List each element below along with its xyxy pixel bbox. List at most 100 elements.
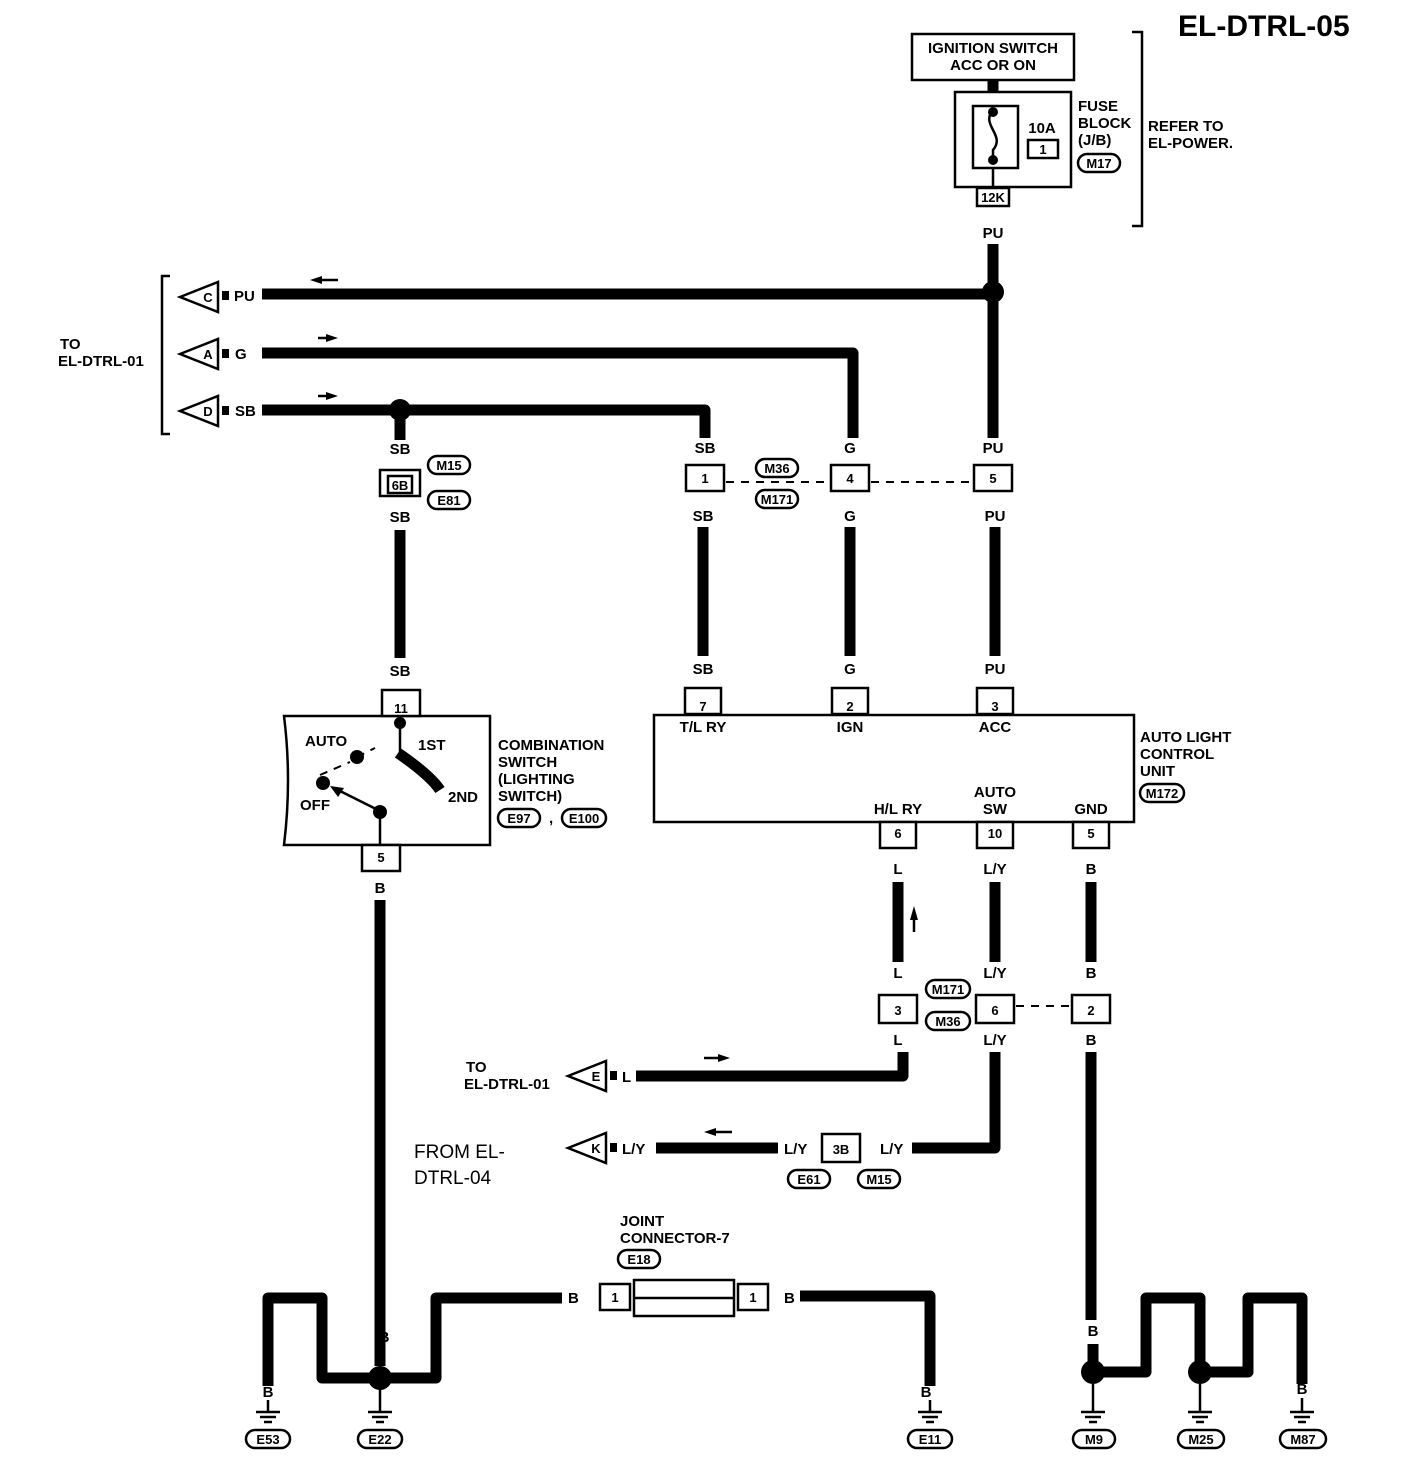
refer-line2: EL-POWER. [1148,135,1233,152]
b-label-m87: B [1297,1381,1308,1398]
wire-ground-left [262,1292,562,1386]
combo-off: OFF [300,797,330,814]
combo-label-3: (LIGHTING [498,771,575,788]
pu-label-3: PU [985,661,1006,678]
combination-switch [282,714,492,847]
ref-m36: M36 [764,461,789,476]
ref-m15: M15 [436,458,461,473]
unit-hl-ry: H/L RY [874,801,922,818]
arrow-a [176,337,220,371]
fuse-num: 1 [1039,142,1046,157]
pin-label-5: 5 [989,471,996,486]
fuse-ref: M17 [1086,156,1111,171]
ref-e81: E81 [437,493,460,508]
from-dtrl04-1: FROM EL- [414,1142,505,1163]
auto-light-unit [652,713,1136,824]
wire-sb [262,404,711,438]
pu-label-1: PU [983,440,1004,457]
left-bracket [160,274,170,436]
ground-e22 [356,1390,404,1450]
ref-m171: M171 [761,492,794,507]
unit-acc: ACC [979,719,1012,736]
joint-label-2: CONNECTOR-7 [620,1230,730,1247]
unit-ref: M172 [1146,786,1179,801]
arrow-d [176,394,220,428]
ground-m25 [1176,1384,1226,1450]
ref-m171-lower: M171 [932,982,965,997]
wire-ly-to-3b [912,1052,1001,1154]
wire-g [262,347,859,438]
pin-label-1: 1 [701,471,708,486]
conn-m171-pin3 [877,993,919,1025]
k-color: L/Y [622,1141,645,1158]
b-label-g1: B [317,1329,328,1346]
ref-m36-lower: M36 [935,1014,960,1029]
ly-label-2: L/Y [983,965,1006,982]
pin-label-6: 6 [894,826,901,841]
unit-tl-ry: T/L RY [680,719,727,736]
ignition-switch-box [910,32,1076,82]
wire-m25-m87 [1200,1292,1308,1384]
sb-label-2: SB [390,509,411,526]
conn-3b [820,1132,862,1164]
from-dtrl04-2: DTRL-04 [414,1168,492,1189]
g-label-1: G [844,440,856,457]
joint-pin-left: 1 [611,1290,618,1305]
conn-m171-pin6 [974,993,1016,1025]
arrow-e-label: E [592,1069,601,1084]
g-label-2: G [844,508,856,525]
conn-m36-pin4 [829,463,871,493]
wire-m9-m25 [1093,1292,1206,1378]
b-label-m9: B [1088,1323,1099,1340]
arrow-e [564,1059,608,1093]
conn-m171-pin2 [1070,993,1112,1025]
e-color: L [622,1069,631,1086]
b-label-gnd-3: B [1086,1032,1097,1049]
fuse-label-2: BLOCK [1078,115,1131,132]
l-label-3: L [893,1032,902,1049]
conn-m36-pin1 [684,463,726,493]
ignition-line1: IGNITION SWITCH [928,40,1058,57]
ground-m87 [1278,1398,1328,1450]
l-label-1: L [893,861,902,878]
conn-3b-label: 3B [833,1142,850,1157]
pin-label-7: 7 [699,699,706,714]
splice-e22 [368,1366,392,1390]
fuse-label-1: FUSE [1078,98,1118,115]
combo-ref-2: E100 [569,811,599,826]
fuse-conn-label: 12K [981,190,1005,205]
unit-label-1: AUTO LIGHT [1140,729,1231,746]
b-label-r3: B [1243,1323,1254,1340]
ground-e53 [244,1400,292,1450]
pin-label-5-gnd: 5 [1087,826,1094,841]
fuse-label-3: (J/B) [1078,132,1111,149]
sb-label-1: SB [390,441,411,458]
conn-12k [975,186,1011,208]
refer-line1: REFER TO [1148,118,1224,135]
b-label-e11: B [921,1384,932,1401]
ground-e22-label: E22 [368,1432,391,1447]
a-color: G [235,346,247,363]
unit-gnd: GND [1074,801,1108,818]
conn-m36-pin5 [972,463,1014,493]
g-label-3: G [844,661,856,678]
b-label-gnd-2: B [1086,965,1097,982]
pin-label-6-lower: 6 [991,1003,998,1018]
fuse-amp: 10A [1028,120,1056,137]
sb-label-5: SB [693,508,714,525]
pin-label-2: 2 [846,699,853,714]
to-dtrl01-top-1: TO [60,336,81,353]
sb-label-3: SB [390,663,411,680]
ignition-line2: ACC OR ON [950,57,1036,74]
pin-label-2-lower: 2 [1087,1003,1094,1018]
pin-label-4: 4 [846,471,854,486]
combo-ref-sep: , [549,810,553,827]
b-label-switch: B [375,880,386,897]
wire-ground-e11 [800,1290,936,1386]
joint-ref: E18 [627,1252,650,1267]
pin-label-11: 11 [394,701,408,716]
ly-label-4: L/Y [880,1141,903,1158]
arrow-d-label: D [203,404,212,419]
sb-label-6: SB [693,661,714,678]
